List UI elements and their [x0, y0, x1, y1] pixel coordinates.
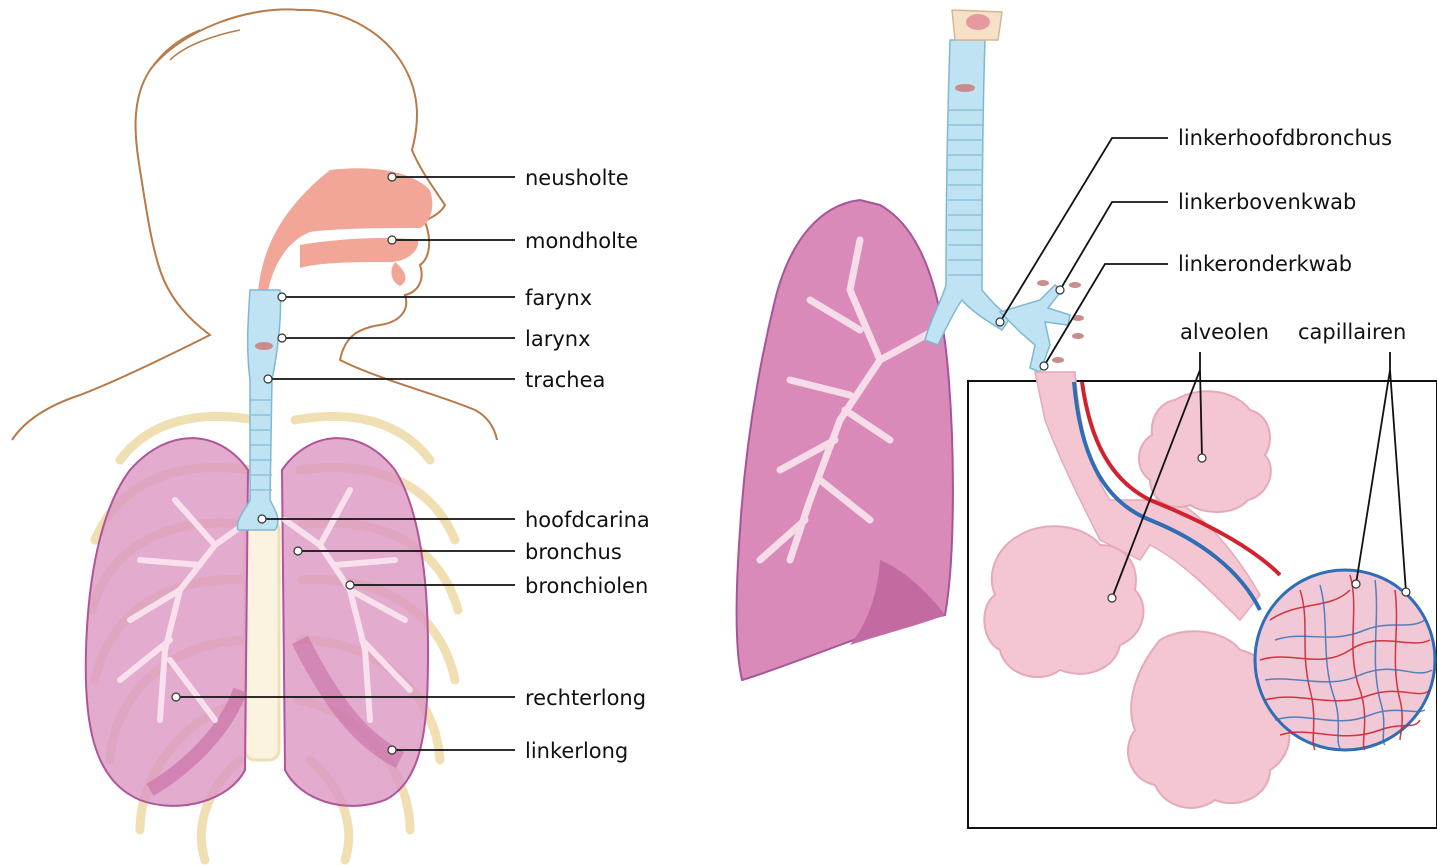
label-rechterlong: rechterlong	[525, 686, 646, 710]
right-lung	[86, 438, 248, 806]
label-linkerlong: linkerlong	[525, 739, 628, 763]
alveolar-sac-upper	[1139, 391, 1271, 512]
label-neusholte: neusholte	[525, 166, 629, 190]
sternum	[245, 520, 279, 760]
label-larynx: larynx	[525, 327, 591, 351]
left-figure	[12, 9, 497, 860]
label-bronchiolen: bronchiolen	[525, 574, 648, 598]
label-farynx: farynx	[525, 286, 592, 310]
label-hoofdcarina: hoofdcarina	[525, 508, 650, 532]
oral-cavity	[300, 238, 418, 268]
label-linkerbovenkwab: linkerbovenkwab	[1178, 190, 1356, 214]
label-trachea: trachea	[525, 368, 605, 392]
label-linkeronderkwab: linkeronderkwab	[1178, 252, 1352, 276]
label-alveolen: alveolen	[1180, 320, 1269, 344]
label-bronchus: bronchus	[525, 540, 622, 564]
nasal-cavity	[258, 168, 432, 292]
capillary-network	[1255, 570, 1435, 750]
label-capillairen: capillairen	[1298, 320, 1406, 344]
label-mondholte: mondholte	[525, 229, 638, 253]
label-linkerhoofdbronchus: linkerhoofdbronchus	[1178, 126, 1392, 150]
